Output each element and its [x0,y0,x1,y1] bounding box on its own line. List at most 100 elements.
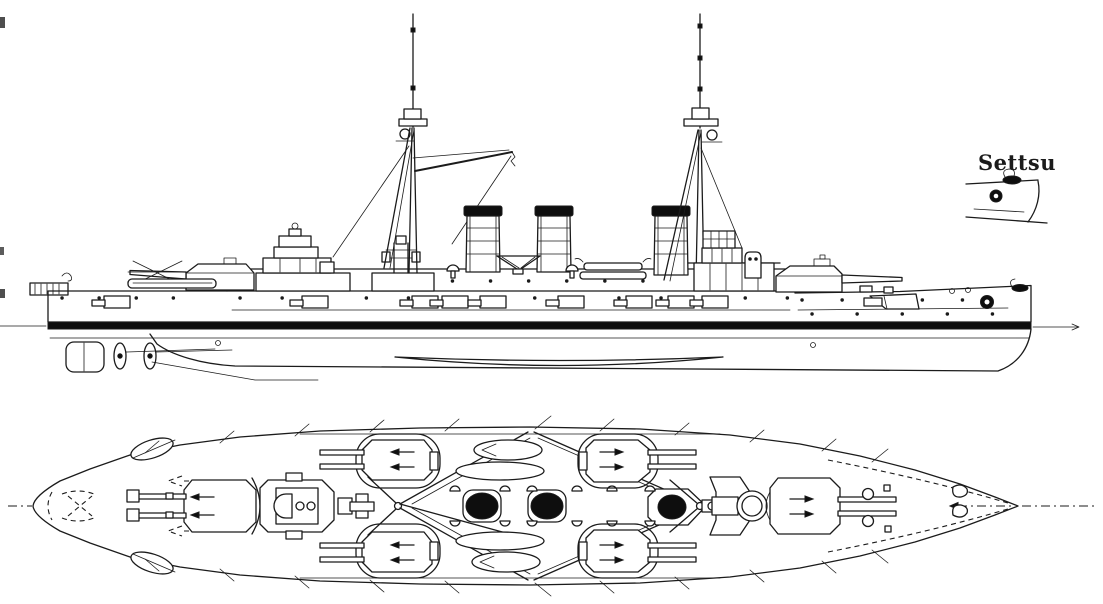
casemate [467,295,507,309]
conning-tower [744,251,762,279]
bilge-keel [394,356,724,367]
bow-casemate-sponson [863,293,920,310]
gun-barrel [841,274,903,284]
deck-hatch [861,487,875,501]
overhead-plan-view [8,415,1095,597]
casemate-guns [91,293,920,310]
waterline-band [47,321,1032,330]
mast-stay [332,145,410,258]
ship-boat [473,439,543,461]
searchlight [706,129,718,141]
gun-barrel [133,493,187,500]
deck-edge-dashed [47,459,1009,553]
derrick-boom [399,503,507,534]
ship-boat [471,551,541,573]
gun-barrel [129,269,187,280]
casemate [613,295,653,309]
funnel-1 [463,205,503,273]
searchlight [288,228,302,237]
anchor-plan [952,504,969,518]
funnel-cap [534,205,574,217]
funnel-2-plan [530,492,564,520]
funnel-3-plan [657,494,687,520]
funnel-1-plan [465,492,499,520]
prop-shaft [125,348,216,353]
bridge-superstructure [687,230,781,292]
forward-port-wing-turret [577,523,697,579]
capstan [965,287,971,293]
stern-gear [29,272,319,381]
forward-main-turret-side [775,254,903,294]
anchor-plan [952,484,969,498]
boat-derrick [412,149,516,245]
gun-barrel [647,542,697,549]
kingpost-winch [381,235,421,274]
quarterdeck-boat [127,278,217,289]
aft-main-turret-side [127,257,255,291]
prop-shaft [155,349,233,353]
aft-superstructure [255,222,435,292]
ship-boat [455,531,545,551]
gun-barrel [319,463,365,470]
bridge-plan [669,476,768,536]
rangefinder [813,258,831,267]
aft-starboard-wing-turret [319,433,441,489]
casemate [91,295,131,309]
bow-detail-sketch [965,168,1048,224]
tripod-leg [383,127,411,269]
cowl-vent [565,264,579,279]
bow-plan-details [861,484,969,533]
gun-barrel [319,556,365,563]
casemate [545,295,585,309]
gun-barrel [319,449,365,456]
bow-deck-fittings [949,278,1029,309]
hull-plan [32,426,1019,586]
funnel-2 [534,205,574,273]
legend: Settsu [965,150,1056,224]
anchor-detail [1002,175,1022,185]
cowl-vents-plan [449,485,656,527]
wing-turrets [319,433,697,579]
deckhouse [371,272,435,292]
funnel-cap [463,205,503,217]
net-boom-ticks [144,415,889,597]
gun-barrel [319,542,365,549]
aft-main-turret-plan [126,477,261,535]
ship-boat [455,461,545,481]
cowl-vent [446,264,460,279]
searchlight [399,128,411,140]
hull-opening-aft [215,340,221,346]
scan-artifacts [0,17,5,298]
mainmast [332,13,516,274]
side-profile-view [0,13,1080,381]
aft-bridge [273,246,319,259]
tripod-leg [669,131,702,282]
rangefinder [223,257,237,265]
funnels-plan [449,485,707,527]
tripod-leg [663,129,699,281]
anchor-stowed [1011,284,1029,292]
top-platform [683,118,719,127]
gun-barrel [647,556,697,563]
ship-name-label: Settsu [978,150,1056,175]
casemate [689,295,729,309]
capstan [949,288,955,294]
hull-opening-forward [810,342,816,348]
rudder [65,341,105,373]
aft-superstructure-plan [259,472,510,540]
vent-trumpet [496,255,541,275]
funnels-side [446,205,691,280]
stern-gallery [29,272,72,296]
tripod-leg [389,129,415,269]
stern-plan-details [61,437,202,575]
deck-hatch [861,514,875,528]
gun-barrel [133,512,187,519]
boat-deck-diamond [399,431,701,581]
midship-boats [574,258,652,280]
aft-port-wing-turret [319,523,441,579]
funnel-3 [651,205,691,276]
casemate [289,295,329,309]
gun-barrel [647,463,697,470]
